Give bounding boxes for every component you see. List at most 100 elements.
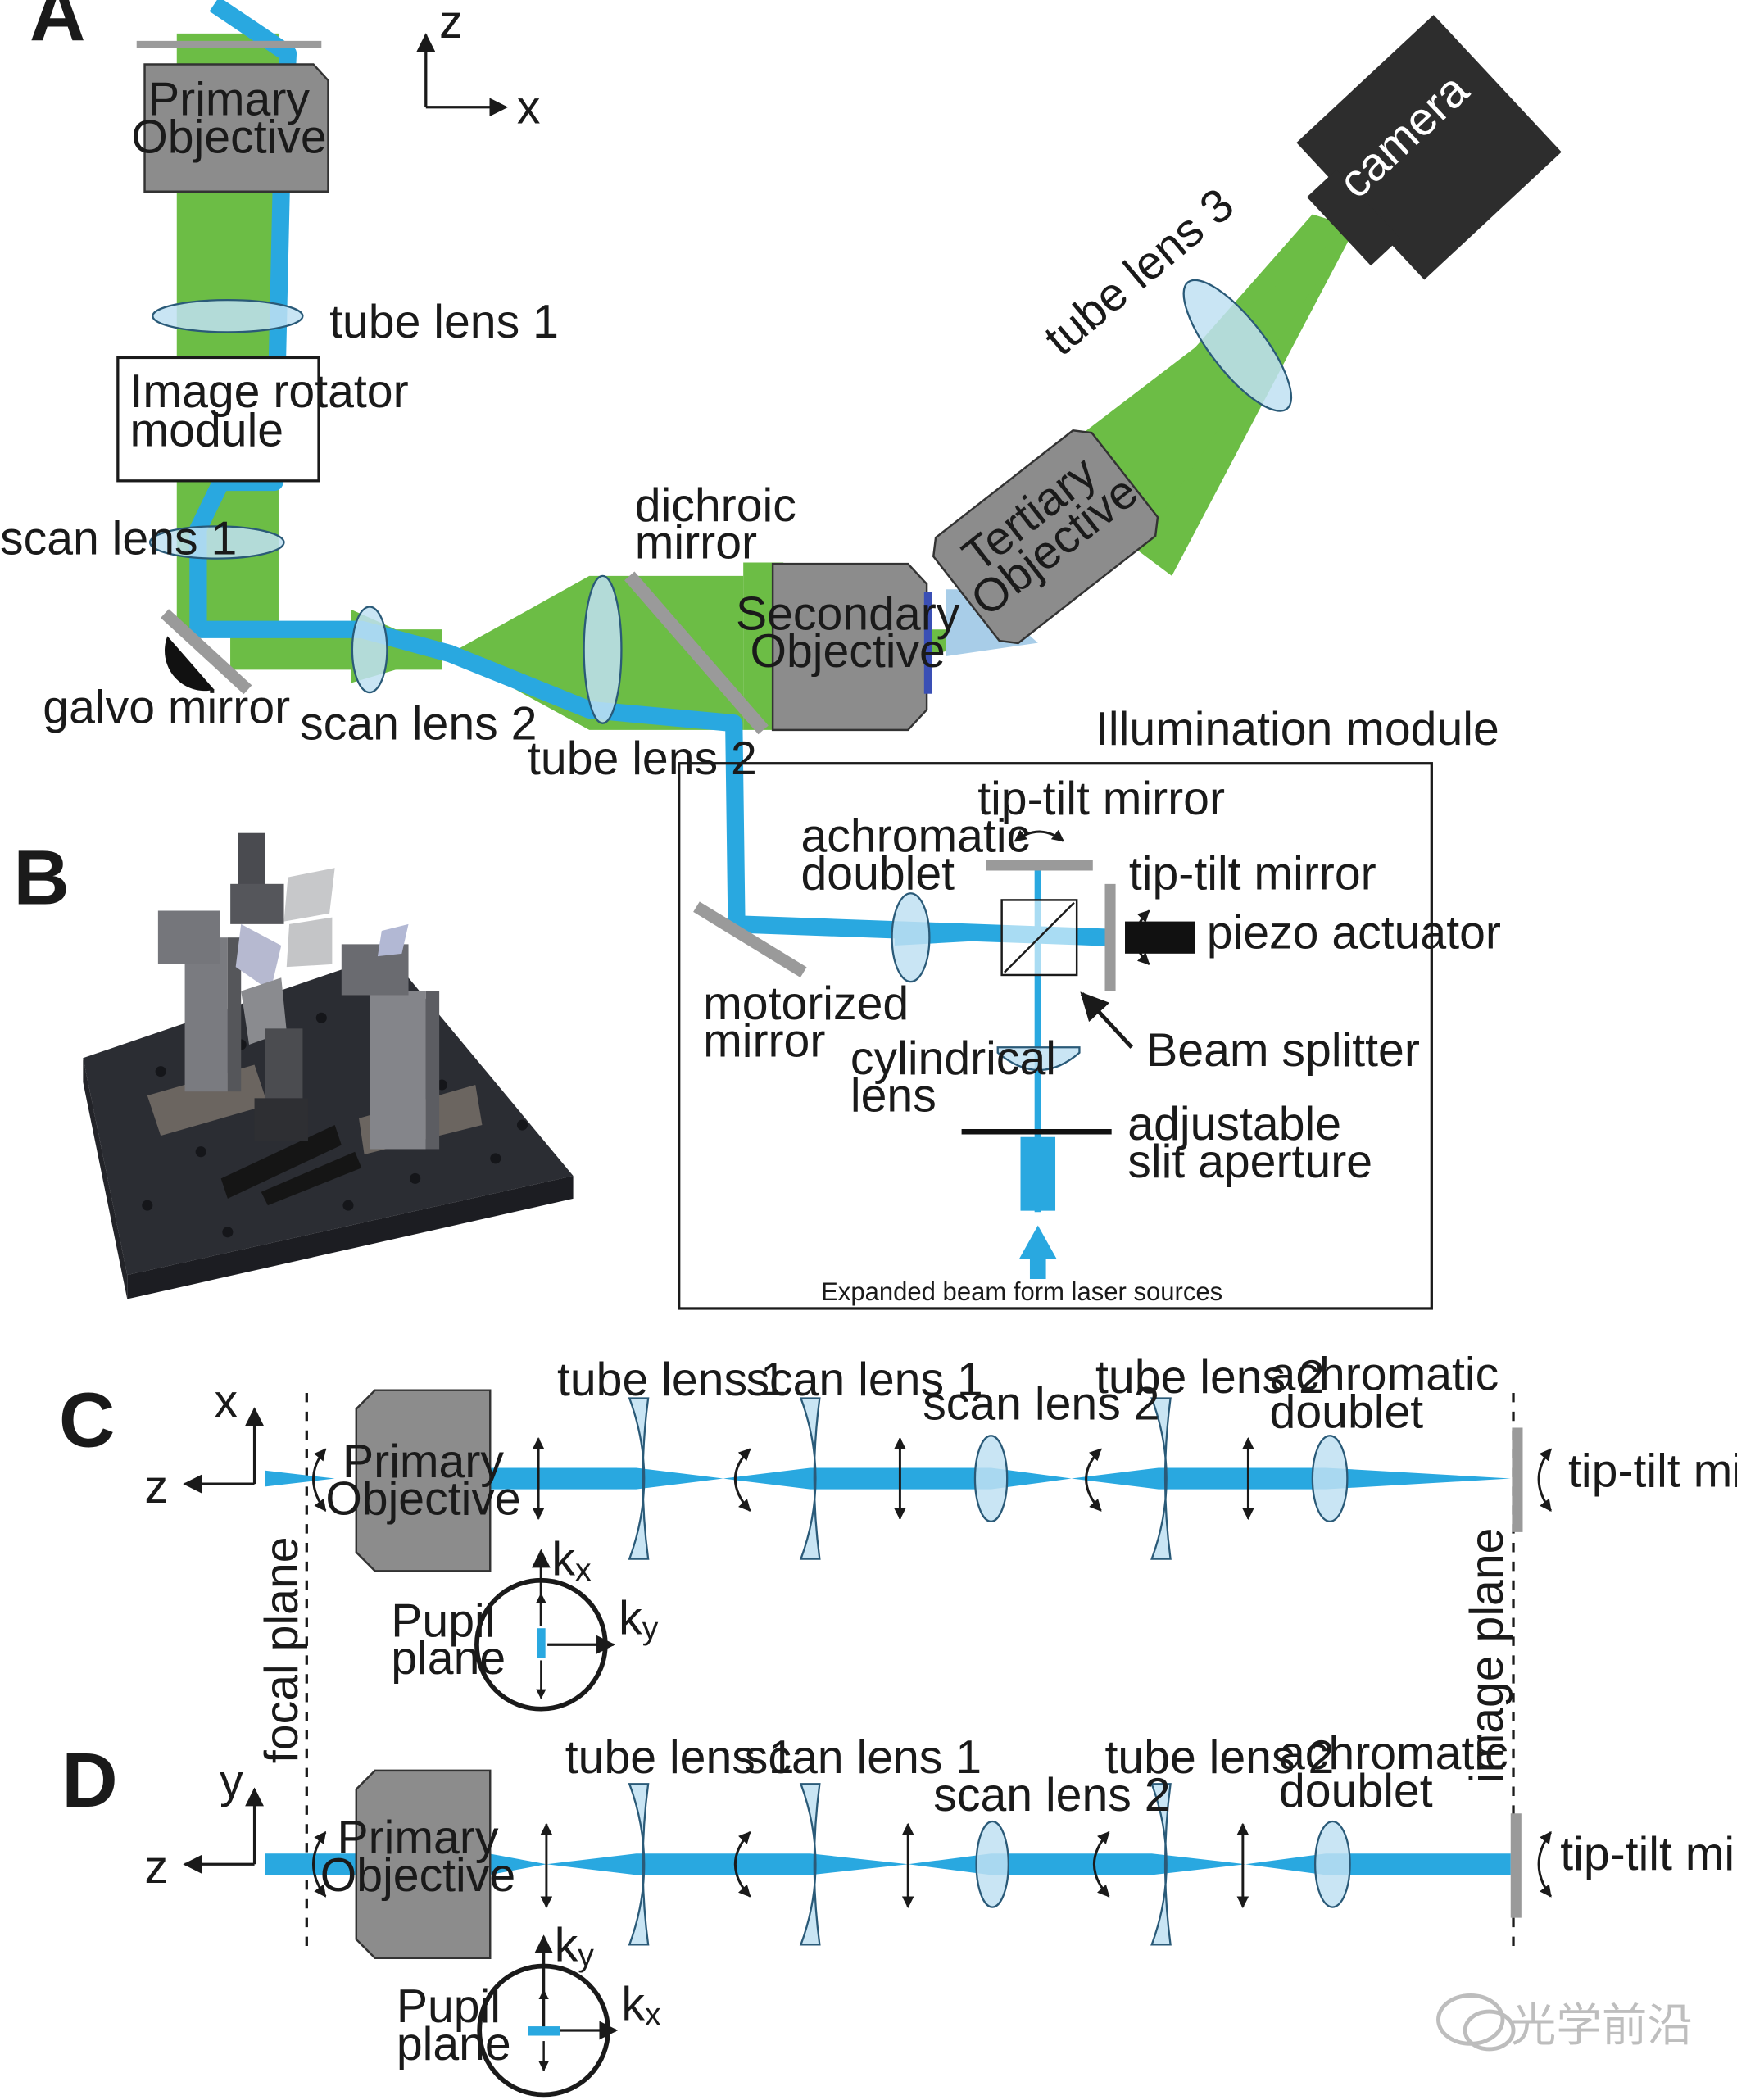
motorized-mirror-line1: motorized [703,977,909,1030]
achromatic-doublet-illum-line1: achromatic [800,810,1030,863]
panel-d: D y z Primary Objective [61,1727,1737,2098]
laser-source-arrow: Expanded beam form laser sources [821,1225,1222,1306]
axis-d-left-label: z [145,1841,169,1894]
scan-lens-1-a-label: scan lens 1 [0,513,237,565]
pupil-plane-d-line1: Pupil [397,1980,501,2033]
beam-splitter: Beam splitter [1000,899,1420,1077]
tube-lens-1-c-label: tube lens 1 [557,1354,787,1406]
pupil-plane-c-line1: Pupil [391,1594,495,1647]
tube-lens-1-a: tube lens 1 [152,296,559,348]
achromatic-doublet-illum: achromatic doublet [800,810,1030,983]
galvo-mirror: galvo mirror [43,609,290,734]
tip-tilt-mirror-d-label: tip-tilt mirror [1560,1828,1737,1880]
scan-lens-1-c-label: scan lens 1 [746,1354,982,1406]
slit-aperture-line2: slit aperture [1127,1136,1372,1188]
primary-objective-d-line2: Objective [320,1849,515,1902]
panel-label-d: D [61,1737,117,1824]
secondary-objective-line2: Objective [750,625,945,678]
k-right-c: ky [619,1592,659,1647]
scan-lens-2-a-label: scan lens 2 [300,697,537,750]
axis-c-left-label: z [145,1461,169,1513]
axis-z-label: z [439,0,463,48]
axis-x-label: x [517,81,541,134]
achromatic-doublet-d-line1: achromatic [1279,1727,1508,1780]
k-up-c: kx [551,1533,592,1588]
watermark-text: 光学前沿 [1511,2000,1693,2051]
primary-objective-a: Primary Objective [131,40,329,193]
axes-d: y z [145,1756,265,1894]
setup-rendering [83,832,574,1299]
tip-tilt-mirror-right: tip-tilt mirror [1104,847,1376,991]
axis-d-up-label: y [220,1756,243,1808]
axis-c-up-label: x [215,1375,238,1427]
tube-lens-2-a-label: tube lens 2 [528,733,757,785]
achromatic-doublet-d-line2: doublet [1279,1765,1433,1817]
achromatic-doublet-c [1311,1435,1349,1523]
illumination-module-title: Illumination module [1095,703,1499,755]
tip-tilt-right-label: tip-tilt mirror [1129,847,1376,900]
scan-lens-2-d [975,1820,1009,1908]
illumination-module: Illumination module motorized mirror ach… [678,703,1501,1310]
piezo-actuator: piezo actuator [1125,906,1501,959]
slit-aperture: adjustable slit aperture [961,1098,1372,1211]
piezo-actuator-label: piezo actuator [1207,906,1501,959]
primary-objective-d-line1: Primary [337,1812,498,1864]
cylindrical-lens-line1: cylindrical [850,1032,1056,1085]
galvo-mirror-label: galvo mirror [43,682,290,734]
tip-tilt-top-label: tip-tilt mirror [977,773,1225,825]
tube-lens-1-a-label: tube lens 1 [329,296,559,348]
primary-objective-d: Primary Objective [320,1769,515,1959]
k-right-d: kx [621,1978,661,2033]
achromatic-doublet-d [1313,1820,1351,1908]
panel-label-a: A [29,0,85,57]
image-rotator-module: Image rotator module [116,356,409,483]
cylindrical-lens-line2: lens [850,1070,937,1123]
scan-lens-2-c-label: scan lens 2 [923,1378,1159,1431]
beam-splitter-label: Beam splitter [1146,1024,1420,1077]
achromatic-doublet-c-line2: doublet [1270,1386,1424,1438]
axes-a: z x [416,0,541,134]
scan-lens-2-d-label: scan lens 2 [933,1769,1170,1821]
primary-objective-c-line2: Objective [325,1473,520,1526]
achromatic-doublet-illum-line2: doublet [800,847,955,900]
image-plane-label: image plane [1461,1528,1513,1784]
axes-c: x z [145,1375,265,1513]
k-up-d: ky [555,1919,595,1974]
pupil-plane-d: ky kx Pupil plane [397,1919,661,2098]
watermark: 光学前沿 [1436,1993,1693,2052]
dichroic-mirror-line2: mirror [635,517,757,569]
panel-label-c: C [59,1377,115,1463]
primary-objective-line2: Objective [131,111,326,163]
panel-c: C x z focal plane image plane Primary Ob… [59,1349,1737,1949]
primary-objective-line1: Primary [148,74,310,126]
scan-lens-1-d-label: scan lens 1 [745,1731,982,1784]
achromatic-doublet-c-line1: achromatic [1270,1349,1499,1401]
pupil-plane-c-line2: plane [391,1632,506,1685]
panel-label-b: B [13,834,69,921]
laser-source-label: Expanded beam form laser sources [821,1277,1222,1306]
tip-tilt-mirror-top: tip-tilt mirror [977,773,1225,871]
panel-b: B [13,832,574,1299]
pupil-plane-c: kx ky Pupil plane [391,1533,659,1712]
secondary-objective-line1: Secondary [736,587,960,640]
focal-plane-label: focal plane [256,1536,308,1763]
motorized-mirror-line2: mirror [703,1015,825,1068]
scan-lens-2-a: scan lens 2 [300,606,537,750]
tip-tilt-mirror-c-label: tip-tilt mirror [1568,1445,1737,1497]
tube-lens-2-a: tube lens 2 [528,574,757,785]
image-rotator-line1: Image rotator [130,365,409,418]
motorized-mirror: motorized mirror [693,901,909,1068]
dichroic-mirror-line1: dichroic [635,479,796,532]
tube-lens-1-d-label: tube lens 1 [565,1731,795,1784]
tube-lens-2-c-label: tube lens 2 [1095,1351,1325,1404]
secondary-objective: Secondary Objective [736,562,960,732]
pupil-plane-d-line2: plane [397,2018,511,2071]
tube-lens-2-d-label: tube lens 2 [1104,1731,1334,1784]
slit-aperture-line1: adjustable [1127,1098,1341,1150]
primary-objective-c: Primary Objective [325,1389,521,1572]
scan-lens-2-c [973,1435,1009,1523]
scan-lens-1-a: scan lens 1 [0,513,285,565]
dichroic-mirror: dichroic mirror [624,479,796,735]
primary-objective-c-line1: Primary [342,1436,504,1488]
